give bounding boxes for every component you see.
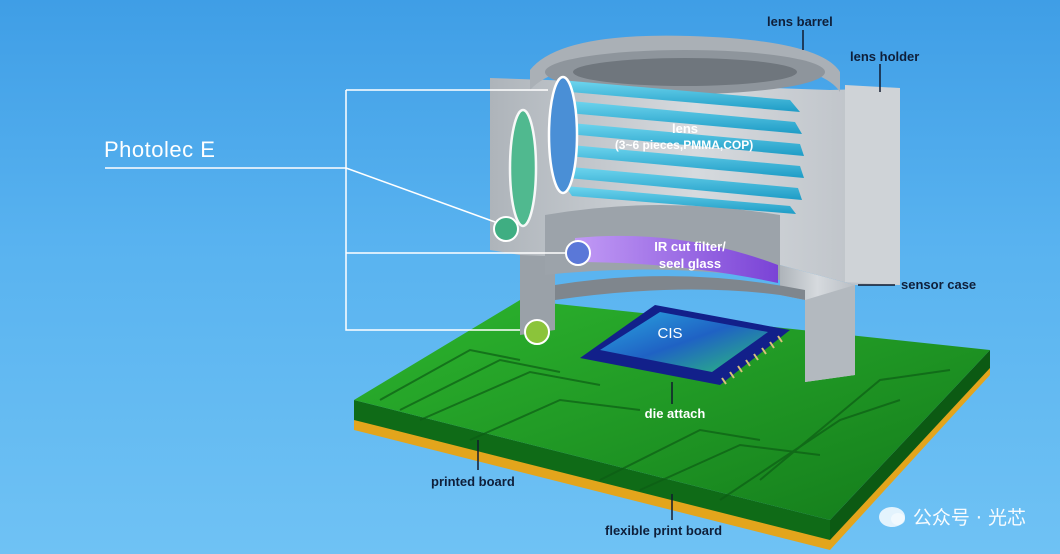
pcb-side-right (830, 350, 990, 540)
label-lens-barrel: lens barrel (767, 14, 833, 29)
label-printed-board: printed board (431, 474, 515, 489)
lens-side-highlight-green (508, 108, 538, 228)
lens-holder-right-face (845, 85, 900, 285)
cis-pins (721, 335, 783, 385)
lens-stack (560, 80, 804, 214)
label-ir-filter-line1: IR cut filter/ (654, 239, 726, 254)
label-sensor-case: sensor case (901, 277, 977, 292)
label-die-attach: die attach (644, 406, 706, 421)
label-ir-filter-line2: seel glass (658, 256, 722, 271)
callout-circle-lens (493, 216, 519, 242)
label-cis: CIS (657, 325, 683, 342)
callout-circle-case (524, 319, 550, 345)
label-lens-holder: lens holder (850, 49, 920, 64)
callout-circle-ir (565, 240, 591, 266)
label-lens-detail: (3~6 pieces,PMMA,COP) (614, 138, 754, 152)
watermark-text: 公众号 · 光芯 (912, 507, 1026, 529)
lower-cavity (555, 276, 805, 300)
sensor-case-front (805, 285, 855, 382)
lens-barrel-ring (530, 35, 840, 92)
cis-die (600, 312, 768, 372)
flexible-print-board-layer (354, 365, 990, 550)
brand-name: Photolec E (104, 137, 216, 162)
lens-side-highlight (547, 75, 579, 195)
ir-cut-filter (575, 235, 778, 283)
watermark: 公众号 · 光芯 (878, 503, 1026, 530)
pcb-side (354, 400, 830, 540)
wechat-icon (878, 506, 905, 527)
pcb-traces (379, 348, 951, 501)
label-flexible-print-board: flexible print board (605, 523, 723, 538)
lens-barrel-inner (573, 58, 797, 86)
brand-leader-lines (105, 89, 566, 331)
label-lens: lens (671, 121, 698, 136)
label-leader-lines (477, 30, 895, 520)
